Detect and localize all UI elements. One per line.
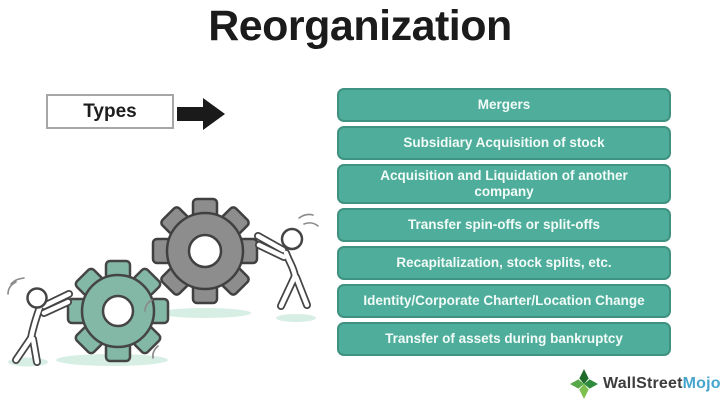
gears-illustration xyxy=(7,197,319,367)
green-gear-icon xyxy=(66,259,170,363)
wallstreetmojo-logo: WallStreetMojo xyxy=(570,367,720,401)
pushing-figure-left xyxy=(7,277,73,366)
wallstreetmojo-gem-icon xyxy=(570,369,598,399)
right-arrow-icon xyxy=(177,98,225,130)
type-box-mergers: Mergers xyxy=(337,88,671,122)
gray-gear-icon xyxy=(151,197,259,305)
type-box-subsidiary-acquisition: Subsidiary Acquisition of stock xyxy=(337,126,671,160)
type-box-acquisition-liquidation: Acquisition and Liquidation of another c… xyxy=(337,164,671,205)
logo-text: WallStreetMojo xyxy=(603,375,720,393)
logo-text-wallstreet: WallStreet xyxy=(603,375,683,392)
types-list: Mergers Subsidiary Acquisition of stock … xyxy=(337,88,671,357)
logo-text-mojo: Mojo xyxy=(682,375,720,392)
page-title: Reorganization xyxy=(208,2,512,50)
type-box-asset-transfer: Transfer of assets during bankruptcy xyxy=(337,322,671,357)
type-box-identity-change: Identity/Corporate Charter/Location Chan… xyxy=(337,284,671,319)
type-box-spin-offs: Transfer spin-offs or split-offs xyxy=(337,208,671,243)
pushing-figure-right xyxy=(254,213,319,310)
types-label: Types xyxy=(83,100,137,122)
types-label-box: Types xyxy=(46,94,174,129)
type-box-recapitalization: Recapitalization, stock splits, etc. xyxy=(337,246,671,281)
